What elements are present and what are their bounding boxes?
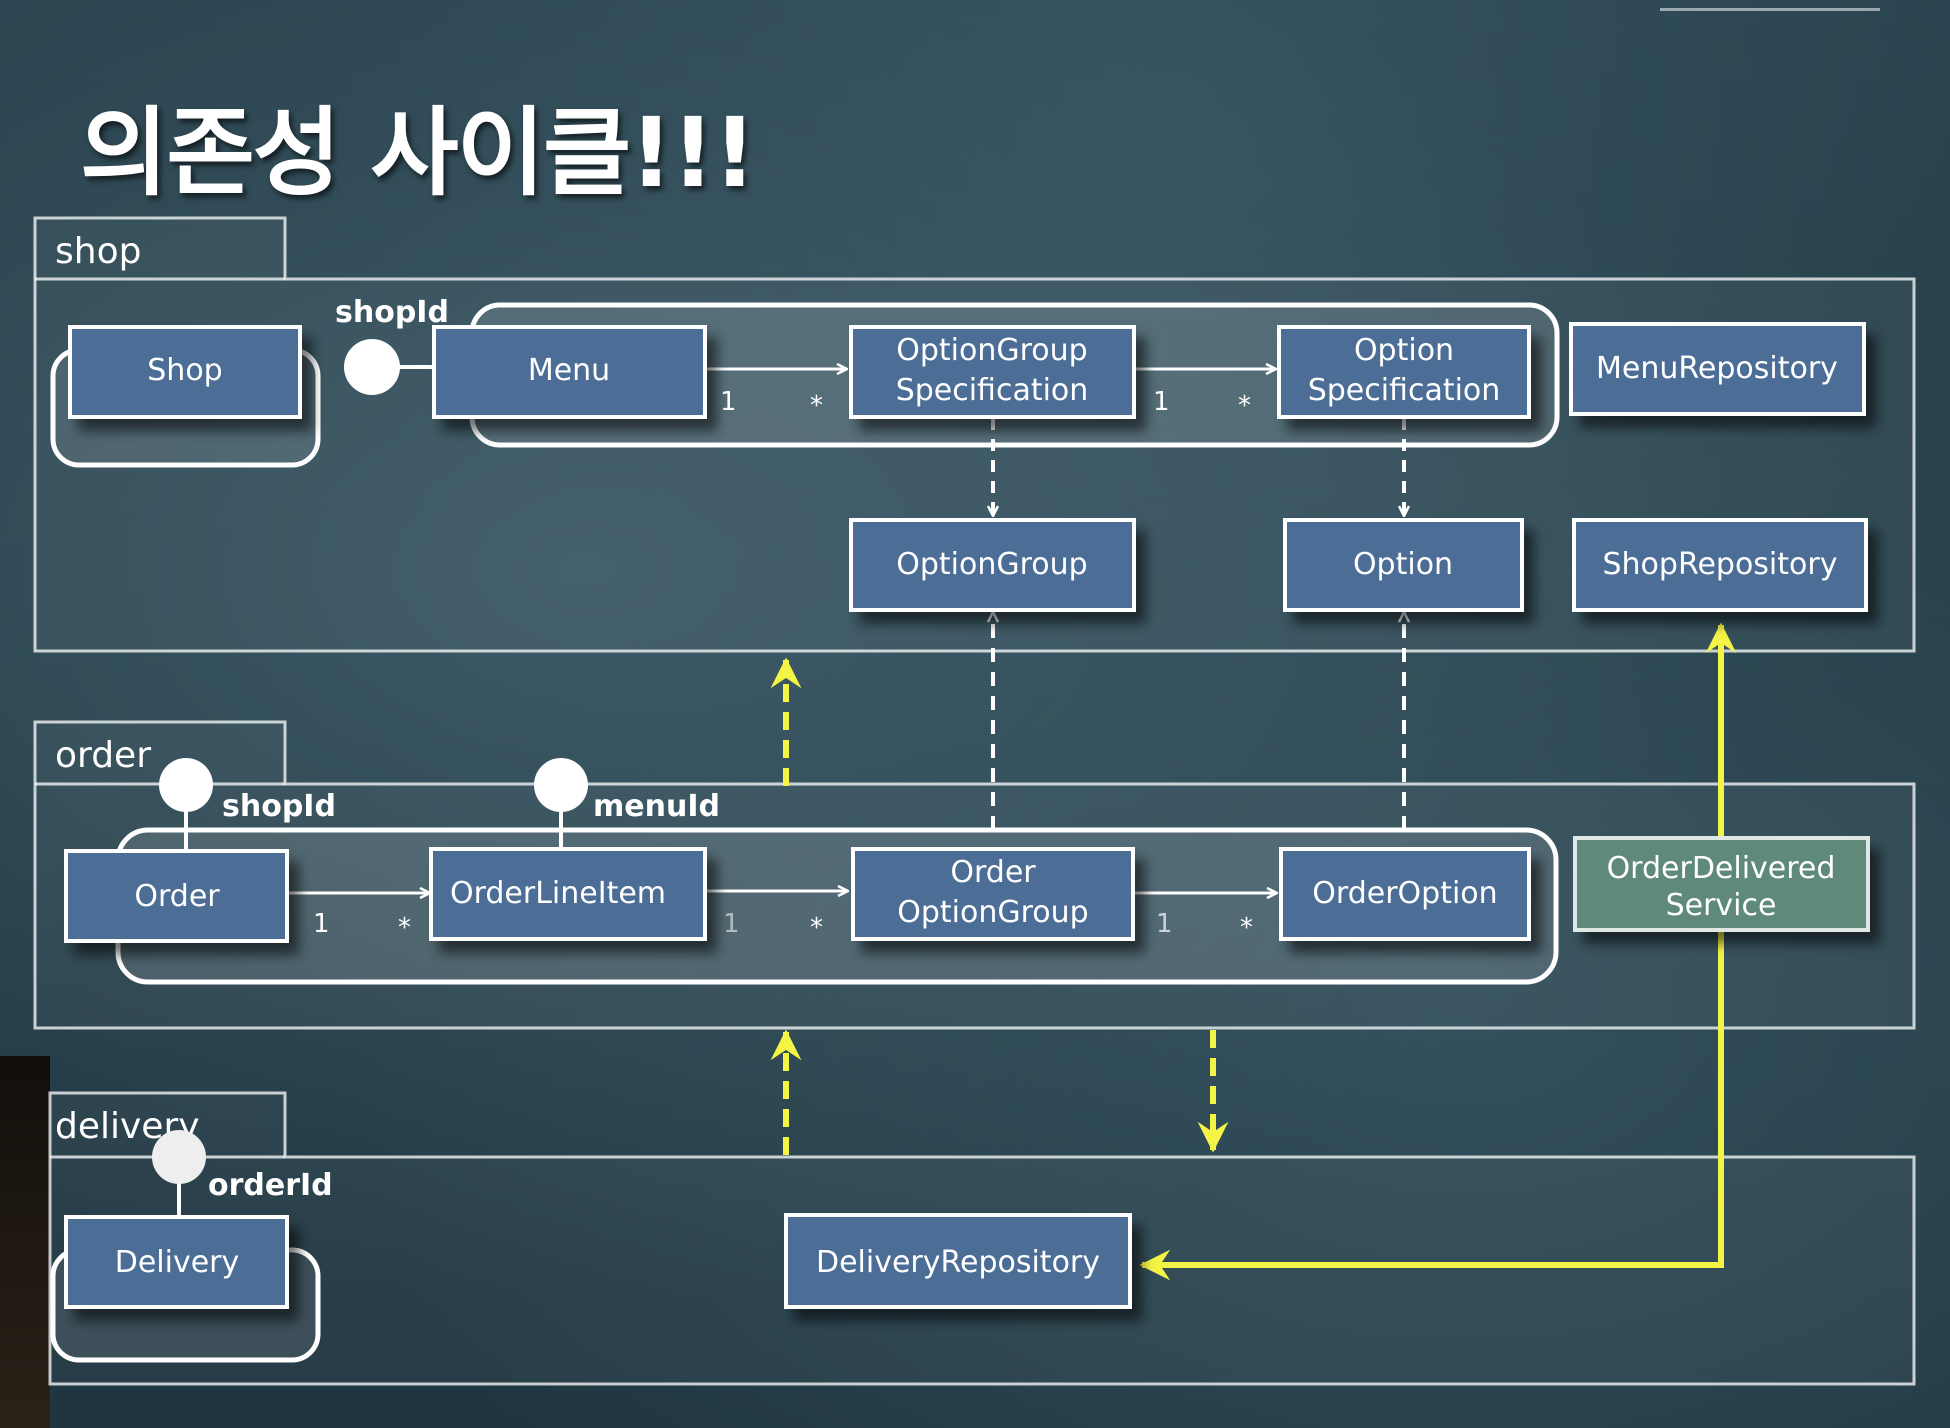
class-label-menu-repository: MenuRepository	[1596, 351, 1838, 386]
class-label-option-spec-line2: Specification	[1308, 373, 1501, 408]
class-box-delivery-repository[interactable]	[784, 1213, 1132, 1309]
class-label-shop-repository: ShopRepository	[1603, 547, 1838, 582]
class-label-option-group-spec-line2: Specification	[896, 373, 1089, 408]
class-box-order-line-item[interactable]	[429, 847, 707, 941]
class-label-order-delivered-service-line1: OrderDelivered	[1607, 851, 1836, 886]
class-label-order: Order	[134, 879, 220, 914]
package-label-order: order	[55, 735, 151, 776]
class-box-menu[interactable]	[432, 325, 707, 419]
slide-title: 의존성 사이클!!!	[80, 97, 757, 209]
class-label-delivery: Delivery	[115, 1245, 240, 1280]
mult-orderoption-many: *	[1240, 913, 1253, 943]
service-to-deliveryrepository-dep	[1139, 930, 1724, 1281]
class-box-option-specification[interactable]	[1277, 325, 1531, 419]
class-box-order[interactable]	[64, 849, 289, 943]
class-label-order-line-item: OrderLineItem	[450, 876, 666, 911]
mult-orderoptiongroup-one: 1	[1156, 909, 1173, 939]
left-edge-strip	[0, 1056, 50, 1428]
mult-orderoptiongroup-many: *	[810, 913, 823, 943]
mult-order-one: 1	[313, 909, 330, 939]
mult-menu-one: 1	[720, 387, 737, 417]
lollipop-menu-shopid	[344, 339, 400, 395]
class-label-option-group-spec-line1: OptionGroup	[896, 333, 1087, 368]
class-label-option-spec-line1: Option	[1354, 333, 1454, 368]
mult-orderlineitem-many: *	[398, 913, 411, 943]
mult-optionspec-many: *	[1238, 391, 1251, 421]
class-label-order-delivered-service-line2: Service	[1666, 888, 1777, 923]
label-order-shopid: shopId	[222, 789, 336, 824]
class-box-option-group[interactable]	[849, 518, 1136, 612]
class-label-option-group: OptionGroup	[896, 547, 1087, 582]
class-box-order-option[interactable]	[1279, 847, 1531, 941]
package-label-shop: shop	[55, 231, 141, 272]
class-box-shop-repository[interactable]	[1572, 518, 1868, 612]
class-box-delivery[interactable]	[64, 1215, 289, 1309]
class-label-delivery-repository: DeliveryRepository	[816, 1245, 1100, 1280]
class-box-order-delivered-service[interactable]	[1573, 836, 1870, 932]
class-label-order-option-group-line1: Order	[950, 855, 1036, 890]
class-label-order-option: OrderOption	[1312, 876, 1497, 911]
label-delivery-orderid: orderId	[208, 1168, 333, 1203]
mult-optiongroupspec-many: *	[810, 391, 823, 421]
class-box-menu-repository[interactable]	[1569, 322, 1866, 416]
label-menu-shopid: shopId	[335, 295, 449, 330]
mult-orderlineitem-one: 1	[723, 909, 740, 939]
lollipop-order-shopid	[159, 758, 213, 852]
class-label-order-option-group-line2: OptionGroup	[897, 895, 1088, 930]
class-box-shop[interactable]	[68, 325, 302, 419]
corner-decoration	[1660, 0, 1880, 11]
class-box-order-option-group[interactable]	[851, 847, 1135, 941]
label-orderlineitem-menuid: menuId	[593, 789, 720, 824]
mult-optiongroupspec-one: 1	[1153, 387, 1170, 417]
class-box-option-group-specification[interactable]	[849, 325, 1136, 419]
class-label-menu: Menu	[528, 353, 610, 388]
lollipop-orderlineitem-menuid	[534, 758, 588, 850]
class-box-option[interactable]	[1283, 518, 1524, 612]
lollipop-delivery-orderid	[152, 1130, 206, 1218]
class-label-shop: Shop	[147, 353, 222, 388]
class-label-option: Option	[1353, 547, 1453, 582]
